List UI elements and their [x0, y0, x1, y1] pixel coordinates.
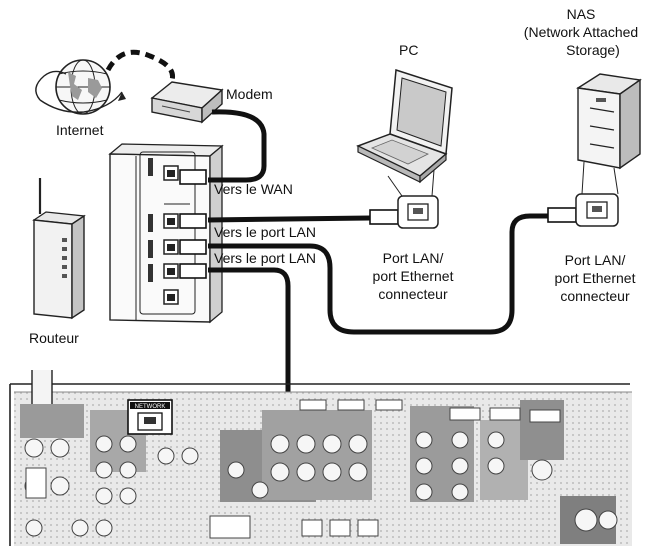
pc-laptop-icon [356, 69, 453, 184]
nas-icon [576, 73, 642, 170]
nas-lan-port [575, 193, 619, 227]
pc-label: PC [399, 42, 419, 58]
nas-label-line2: (Network Attached [523, 24, 639, 40]
router-lan-port-3 [163, 263, 179, 279]
router-lan-port-2 [163, 239, 179, 255]
internet-globe-icon [35, 59, 126, 115]
cable-lan-to-pc [207, 215, 371, 223]
internet-dashed-link [105, 49, 176, 81]
to-lan-label-1: Vers le port LAN [214, 224, 316, 240]
nas-port-label-line1: Port LAN/ [564, 252, 626, 268]
wan-plug [179, 169, 207, 185]
receiver-network-label: NETWORK [135, 404, 166, 410]
pc-lan-port [397, 195, 439, 229]
lan3-plug [179, 263, 207, 279]
router-lan-port-4 [163, 289, 179, 305]
router-label: Routeur [29, 330, 79, 346]
to-lan-label-2: Vers le port LAN [214, 250, 316, 266]
pc-plug [369, 209, 399, 225]
router-lan-port-1 [163, 213, 179, 229]
pc-port-label-line3: connecteur [378, 286, 448, 302]
internet-label: Internet [56, 122, 104, 138]
nas-label-line1: NAS [566, 6, 596, 22]
lan2-plug [179, 239, 207, 255]
router-wan-port [163, 165, 179, 181]
pc-port-label-line1: Port LAN/ [382, 250, 444, 266]
lan1-plug [179, 213, 207, 229]
receiver-network-port: NETWORK [127, 399, 173, 435]
nas-port-label-line2: port Ethernet [554, 270, 636, 286]
cable-lan-to-nas [208, 213, 552, 335]
receiver-rear-panel [9, 370, 632, 546]
nas-port-label-line3: connecteur [560, 288, 630, 304]
nas-plug [547, 207, 577, 223]
router-icon [32, 178, 86, 320]
modem-label: Modem [226, 86, 273, 102]
router-port-panel [108, 143, 224, 324]
modem-icon [150, 81, 224, 124]
nas-label-line3: Storage) [566, 42, 620, 58]
to-wan-label: Vers le WAN [214, 181, 293, 197]
cable-modem-to-wan [208, 109, 267, 183]
pc-port-label-line2: port Ethernet [372, 268, 454, 284]
